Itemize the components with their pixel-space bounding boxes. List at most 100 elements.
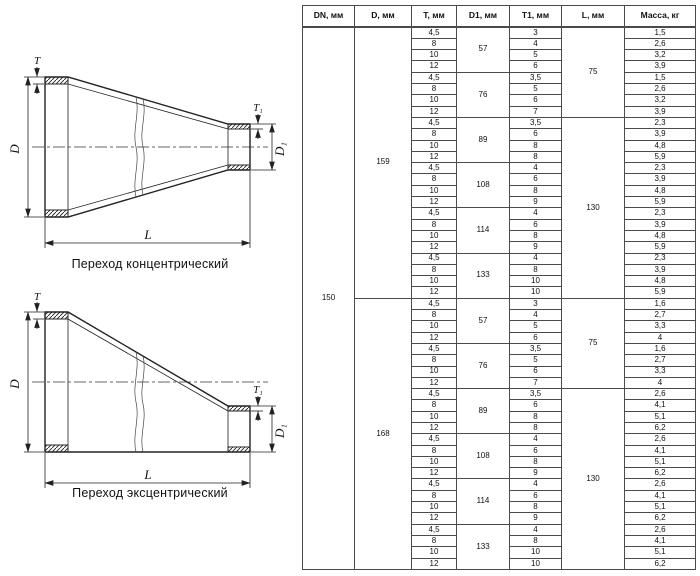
cell-t1: 3,5 [509, 342, 562, 356]
cell-massa: 1,5 [624, 26, 696, 39]
cell-t: 4,5 [411, 252, 457, 265]
cell-d1: 108 [456, 162, 510, 209]
cell-t: 8 [411, 444, 457, 457]
cell-massa: 4,1 [624, 489, 696, 503]
cell-massa: 4,1 [624, 399, 696, 412]
cell-t: 12 [411, 467, 457, 480]
cell-t1: 9 [509, 512, 562, 525]
column-header-dn: DN, мм [302, 5, 355, 28]
cell-t: 4,5 [411, 162, 457, 175]
cell-t: 10 [411, 49, 457, 62]
cell-t1: 10 [509, 275, 562, 288]
weld-hatch-cap [44, 444, 69, 453]
cell-massa: 2,7 [624, 309, 696, 322]
dimension-D: D [7, 311, 44, 453]
weld-hatch-cap [44, 76, 69, 85]
cell-t: 8 [411, 263, 457, 277]
dim-label-L: L [143, 467, 151, 482]
cell-t: 12 [411, 376, 457, 390]
cell-t1: 5 [509, 320, 562, 333]
dim-label-D: D [7, 379, 22, 390]
cell-t1: 4 [509, 309, 562, 322]
cell-massa: 2,6 [624, 433, 696, 446]
cell-t1: 5 [509, 49, 562, 62]
cell-t1: 4 [509, 207, 562, 220]
cell-t1: 8 [509, 263, 562, 277]
reducer-body [44, 76, 251, 218]
cell-t: 10 [411, 139, 457, 152]
cell-t1: 6 [509, 94, 562, 107]
dim-label-T1: T₁ [253, 103, 263, 114]
cell-d: 168 [354, 297, 412, 571]
dim-label-L: L [143, 227, 151, 242]
drawings-pane: D D₁ L T T₁ [0, 0, 300, 576]
cell-t1: 5 [509, 83, 562, 96]
cell-t1: 6 [509, 489, 562, 503]
break-lines [134, 351, 145, 453]
cell-massa: 5,1 [624, 455, 696, 469]
cell-t: 8 [411, 218, 457, 231]
weld-hatch-cap [44, 209, 69, 218]
concentric-reducer-drawing: D D₁ L T T₁ [7, 55, 287, 248]
cell-t: 8 [411, 399, 457, 412]
cell-t: 10 [411, 320, 457, 333]
concentric-caption: Переход концентрический [71, 257, 229, 271]
cell-t1: 10 [509, 546, 562, 559]
cell-t1: 4 [509, 37, 562, 51]
cell-t: 12 [411, 286, 457, 299]
cell-massa: 2,6 [624, 37, 696, 51]
cell-massa: 2,6 [624, 388, 696, 401]
cell-t: 4,5 [411, 71, 457, 85]
cell-massa: 2,3 [624, 162, 696, 175]
spec-table-container: DN, мм D, мм T, мм D1, мм T1, мм L, мм М… [302, 5, 696, 571]
cell-l: 75 [561, 26, 625, 118]
cell-t: 10 [411, 275, 457, 288]
cell-massa: 4,8 [624, 275, 696, 288]
column-header-t1: T1, мм [509, 5, 562, 28]
weld-hatch-cap [227, 405, 251, 412]
cell-t: 8 [411, 37, 457, 51]
cell-t1: 6 [509, 444, 562, 457]
cell-t1: 6 [509, 218, 562, 231]
column-header-massa: Масса, кг [624, 5, 696, 28]
cell-t: 4,5 [411, 523, 457, 536]
cell-massa: 5,1 [624, 546, 696, 559]
cell-l: 75 [561, 297, 625, 390]
table-header-row: DN, мм D, мм T, мм D1, мм T1, мм L, мм М… [302, 5, 696, 28]
cell-t1: 8 [509, 455, 562, 469]
cell-d1: 133 [456, 523, 510, 571]
cell-massa: 4,8 [624, 184, 696, 198]
cell-massa: 6,2 [624, 421, 696, 435]
cell-massa: 2,6 [624, 83, 696, 96]
cell-d1: 108 [456, 433, 510, 480]
weld-hatch-cap [44, 311, 69, 320]
cell-massa: 4 [624, 331, 696, 344]
cell-t: 10 [411, 455, 457, 469]
dimension-T1: T₁ [251, 385, 263, 421]
cell-t: 12 [411, 331, 457, 344]
cell-t1: 7 [509, 105, 562, 118]
cell-t1: 8 [509, 421, 562, 435]
cell-t: 4,5 [411, 297, 457, 311]
cell-t1: 8 [509, 229, 562, 243]
cell-d1: 76 [456, 71, 510, 118]
cell-t: 8 [411, 354, 457, 367]
cell-l: 130 [561, 116, 625, 299]
cell-t: 4,5 [411, 342, 457, 356]
cell-massa: 6,2 [624, 512, 696, 525]
cell-t1: 3 [509, 26, 562, 39]
cell-massa: 2,7 [624, 354, 696, 367]
cell-t1: 3 [509, 297, 562, 311]
